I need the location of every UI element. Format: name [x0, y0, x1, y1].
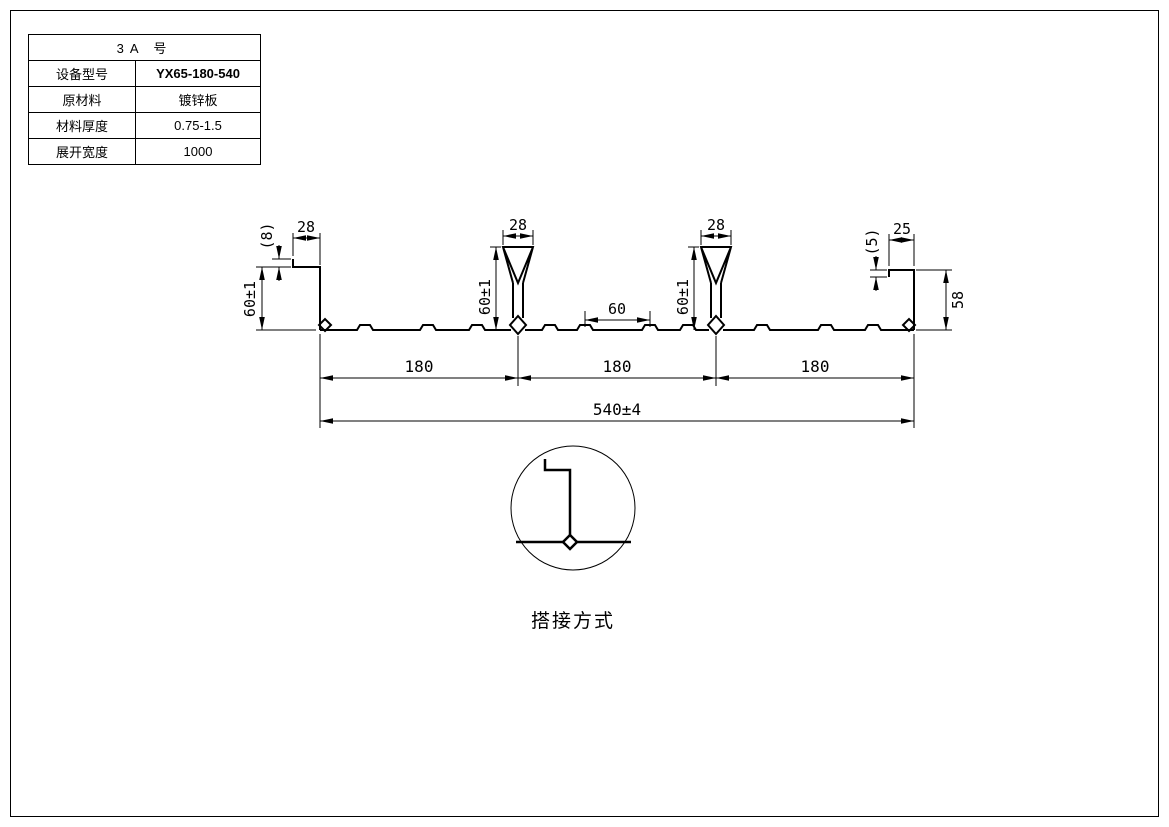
right-base-lock [901, 317, 917, 333]
dim-pitch-1: 180 [405, 357, 434, 376]
dim-left-lip: (8) [258, 222, 276, 249]
spec-label-thickness: 材料厚度 [28, 112, 136, 139]
profile-rib-1 [501, 246, 535, 318]
spec-title: 3A 号 [28, 34, 261, 61]
dimension-lines [256, 230, 952, 428]
spec-label-material: 原材料 [28, 86, 136, 113]
dim-left-hook-width: 28 [297, 218, 315, 236]
ext-right-height [916, 269, 952, 331]
dim-left-height: 60±1 [241, 281, 259, 317]
spec-value-thickness: 0.75-1.5 [135, 112, 261, 139]
dim-right-hook-width: 25 [893, 220, 911, 238]
profile-right-edge [888, 269, 915, 330]
profile-flat-1 [320, 324, 511, 331]
lap-joint-detail: 搭接方式 [510, 445, 636, 632]
drawing-border [10, 10, 1159, 817]
dim-right-lip: (5) [863, 228, 881, 255]
spec-title-row: 3A 号 [28, 34, 261, 61]
dim-rib2-width: 28 [707, 216, 725, 234]
dim-rib1-height: 60±1 [476, 279, 494, 315]
rib-2-base-lock [706, 314, 726, 336]
profile-outline [292, 246, 917, 336]
lap-joint-profile [516, 459, 631, 551]
ext-right-hook [888, 234, 915, 266]
spec-value-material: 镀锌板 [135, 86, 261, 113]
ext-bottom [319, 334, 915, 428]
profile-flat-2 [525, 324, 709, 331]
detail-caption: 搭接方式 [531, 610, 615, 632]
spec-row-width: 展开宽度 1000 [28, 138, 261, 165]
spec-table: 3A 号 设备型号 YX65-180-540 原材料 镀锌板 材料厚度 0.75… [28, 34, 261, 165]
detail-circle [510, 445, 636, 571]
spec-row-thickness: 材料厚度 0.75-1.5 [28, 112, 261, 139]
dim-center-spacing: 60 [608, 300, 626, 318]
lap-lock-diamond [561, 533, 579, 551]
spec-row-model: 设备型号 YX65-180-540 [28, 60, 261, 87]
dim-pitch-3: 180 [801, 357, 830, 376]
dim-rib1-width: 28 [509, 216, 527, 234]
spec-row-material: 原材料 镀锌板 [28, 86, 261, 113]
lap-edge-hook [543, 459, 572, 535]
dim-pitch-2: 180 [603, 357, 632, 376]
rib-1-base-lock [508, 314, 528, 336]
spec-value-model: YX65-180-540 [135, 60, 261, 87]
profile-flat-3 [723, 324, 914, 331]
dim-overall: 540±4 [593, 400, 641, 419]
spec-value-width: 1000 [135, 138, 261, 165]
dim-rib2-height: 60±1 [674, 279, 692, 315]
spec-label-model: 设备型号 [28, 60, 136, 87]
dim-right-height: 58 [949, 291, 967, 309]
profile-left-edge [292, 259, 321, 330]
ext-right-lip [870, 269, 887, 278]
profile-rib-2 [699, 246, 733, 318]
spec-label-width: 展开宽度 [28, 138, 136, 165]
left-base-lock [317, 317, 333, 333]
dimension-labels: (8) 28 60±1 28 60±1 28 60±1 60 25 (5) 58… [241, 216, 967, 419]
ext-left-height [256, 266, 316, 331]
